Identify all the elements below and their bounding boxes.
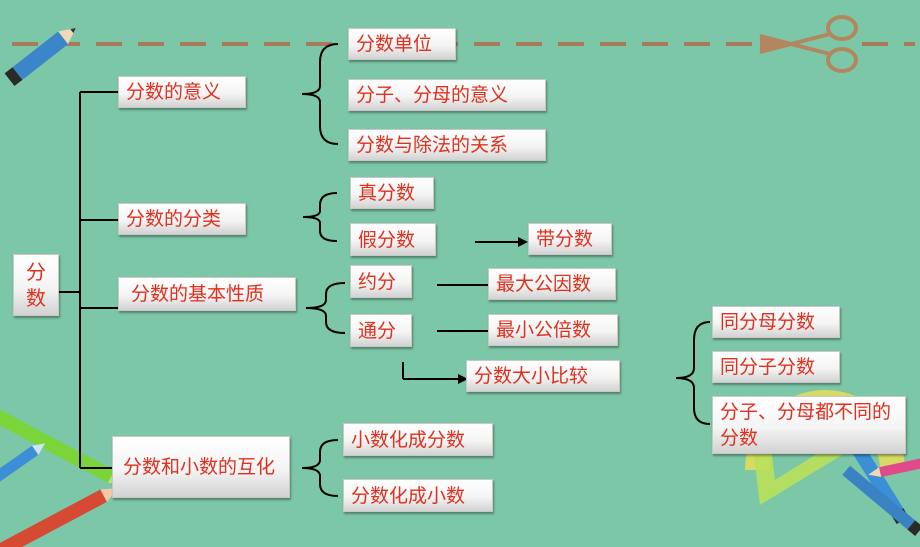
branch-basic-property: 分数的基本性质 xyxy=(118,277,296,311)
branch-conversion: 分数和小数的互化 xyxy=(112,436,290,498)
reduce-fraction-node: 约分 xyxy=(350,265,412,298)
lcm-node: 最小公倍数 xyxy=(488,314,618,346)
compare-fractions-node: 分数大小比较 xyxy=(466,360,620,392)
proper-fraction-node: 真分数 xyxy=(350,177,434,209)
fraction-division-relation-node: 分数与除法的关系 xyxy=(348,129,546,161)
pencil-icon xyxy=(4,27,76,87)
common-denominator-node: 通分 xyxy=(350,314,412,347)
decimal-to-fraction-node: 小数化成分数 xyxy=(343,423,493,456)
mixed-number-node: 带分数 xyxy=(528,223,612,255)
different-both-node: 分子、分母都不同的分数 xyxy=(712,396,906,454)
fraction-to-decimal-node: 分数化成小数 xyxy=(343,479,493,512)
branch-classification: 分数的分类 xyxy=(118,203,246,235)
scissors-icon xyxy=(759,15,858,73)
blue-crayon-icon xyxy=(0,443,46,490)
branch-meaning: 分数的意义 xyxy=(118,76,246,108)
gcd-node: 最大公因数 xyxy=(488,268,616,300)
root-node: 分数 xyxy=(13,254,59,316)
numerator-denominator-meaning-node: 分子、分母的意义 xyxy=(348,79,546,111)
same-denominator-node: 同分母分数 xyxy=(712,306,840,338)
fraction-unit-node: 分数单位 xyxy=(348,28,456,60)
same-numerator-node: 同分子分数 xyxy=(712,351,840,383)
improper-fraction-node: 假分数 xyxy=(350,223,436,256)
